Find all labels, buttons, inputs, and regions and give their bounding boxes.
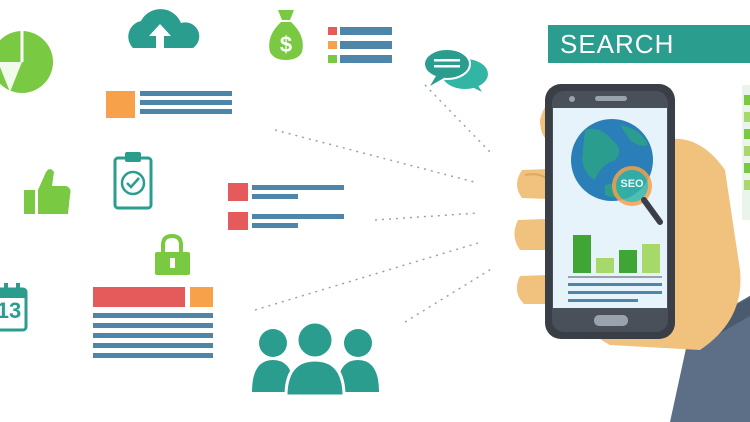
article-block-icon [93, 287, 213, 358]
connector-lines [254, 84, 494, 323]
bar-chart-icon [568, 235, 662, 302]
thumbs-up-icon [24, 169, 71, 214]
search-bar [548, 25, 750, 63]
money-bag-icon: $ [269, 10, 303, 60]
svg-text:$: $ [280, 32, 292, 57]
document-lines-icon [106, 91, 232, 118]
list-icon [328, 27, 392, 63]
search-label: SEARCH [560, 29, 675, 59]
clipboard-check-icon [113, 152, 153, 210]
magnifier-icon [612, 166, 663, 225]
calendar-day: 13 [0, 298, 22, 323]
magnifier-text: SEO [620, 178, 644, 190]
padlock-icon [155, 233, 190, 275]
cloud-upload-icon [128, 9, 200, 49]
list-icon-middle [228, 183, 344, 230]
pie-chart-icon [0, 31, 53, 93]
chat-bubbles-icon [423, 48, 488, 92]
side-panel [742, 85, 750, 220]
team-icon [252, 320, 379, 398]
calendar-icon [0, 283, 28, 332]
